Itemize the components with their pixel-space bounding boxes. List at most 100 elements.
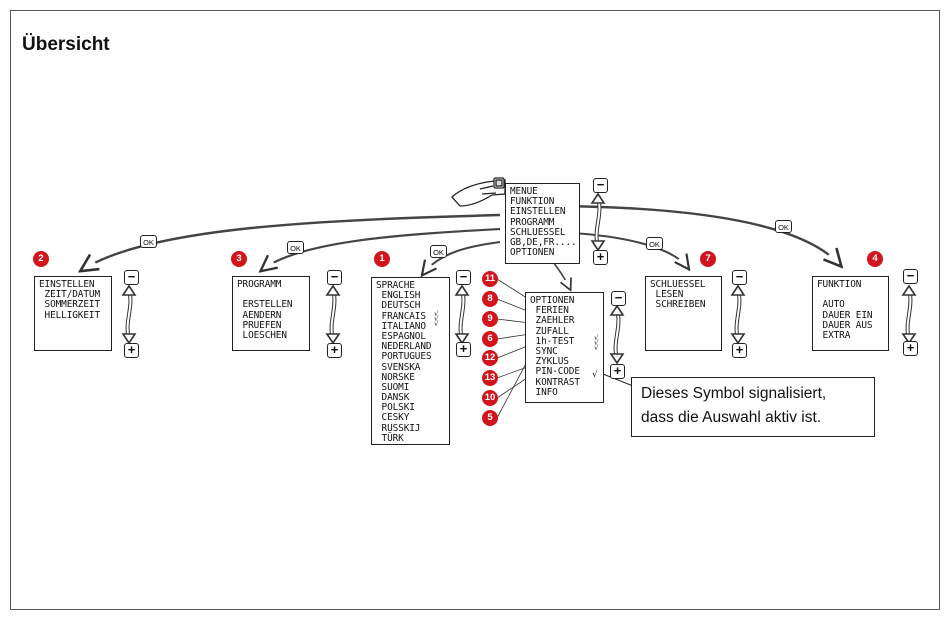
badge-zaehler: 8: [482, 291, 498, 307]
lcd-line: ZAEHLER: [530, 315, 575, 327]
lcd-line: FUNKTION: [510, 196, 555, 208]
badge-einstellen: 2: [33, 251, 49, 267]
lcd-line: HELLIGKEIT: [39, 309, 101, 321]
lcd-line: RUSSKIJ: [376, 422, 421, 434]
pin-code-check-mark: √: [592, 370, 598, 380]
badge-info: 5: [482, 410, 498, 426]
lcd-line: ERSTELLEN: [237, 299, 293, 311]
lcd-line: ZUFALL: [530, 325, 569, 337]
programm-screen: PROGRAMM ERSTELLEN AENDERN PRUEFEN LOESC…: [232, 276, 310, 351]
lcd-line: KONTRAST: [530, 376, 580, 388]
optionen-screen: OPTIONEN FERIEN ZAEHLER ZUFALL 1h-TEST S…: [525, 292, 604, 403]
lcd-line: SPRACHE: [376, 280, 415, 291]
lcd-line: PROGRAMM: [510, 216, 555, 228]
plus-key-sprache: +: [456, 342, 471, 357]
lcd-line: POLSKI: [376, 402, 415, 414]
minus-key-funktion: −: [903, 269, 918, 284]
einstellen-screen: EINSTELLEN ZEIT/DATUM SOMMERZEIT HELLIGK…: [34, 276, 112, 351]
link-sprache: [423, 241, 501, 274]
funktion-screen: FUNKTION AUTO DAUER EIN DAUER AUS EXTRA: [812, 276, 889, 351]
plus-key-funktion: +: [903, 341, 918, 356]
plus-key-schluessel: +: [732, 343, 747, 358]
lcd-line: ENGLISH: [376, 290, 421, 302]
badge-sprache: 1: [374, 251, 390, 267]
lcd-line: EXTRA: [817, 329, 851, 341]
lcd-line: 1h-TEST: [530, 335, 575, 347]
lcd-line: ESPAGNOL: [376, 330, 426, 342]
lcd-line: AENDERN: [237, 309, 282, 321]
lcd-line: SCHLUESSEL: [510, 226, 566, 238]
lcd-line: FUNKTION: [817, 279, 862, 290]
ok-button-schluessel: OK: [646, 237, 663, 250]
lcd-line: DEUTSCH: [376, 300, 421, 312]
overview-frame: [10, 10, 940, 610]
lcd-line: SVENSKA: [376, 361, 421, 373]
lcd-line: SYNC: [530, 345, 558, 357]
lcd-line: ZEIT/DATUM: [39, 289, 101, 301]
lcd-line: SCHREIBEN: [650, 299, 706, 311]
hand-press-icon: [451, 177, 506, 207]
sprache-screen: SPRACHE ENGLISH DEUTSCH FRANCAIS ITALIAN…: [371, 277, 450, 445]
plus-key-optionen: +: [610, 364, 625, 379]
plus-key-programm: +: [327, 343, 342, 358]
ok-button-einstellen: OK: [140, 235, 157, 248]
lcd-line: MENUE: [510, 186, 538, 197]
lcd-line: LESEN: [650, 289, 684, 301]
lcd-line: ITALIANO: [376, 320, 426, 332]
lcd-line: OPTIONEN: [530, 295, 575, 306]
link-programm: [262, 227, 501, 270]
badge-pin-code: 10: [482, 390, 498, 406]
badge-1h-test: 6: [482, 331, 498, 347]
page-title: Übersicht: [22, 34, 110, 55]
lcd-line: FRANCAIS: [376, 310, 426, 322]
active-selection-callout: Dieses Symbol signalisiert, dass die Aus…: [631, 377, 875, 437]
badge-programm: 3: [231, 251, 247, 267]
badge-zyklus: 13: [482, 370, 498, 386]
link-einstellen: [82, 213, 501, 270]
ok-button-sprache: OK: [430, 245, 447, 258]
minus-key-main: −: [593, 178, 608, 193]
lcd-line: INFO: [530, 386, 558, 398]
lcd-line: AUTO: [817, 299, 845, 311]
plus-key-einstellen: +: [124, 343, 139, 358]
lcd-line: PIN-CODE: [530, 366, 580, 378]
lcd-line: SUOMI: [376, 381, 410, 393]
lcd-line: DAUER AUS: [817, 319, 873, 331]
plus-key-main: +: [593, 250, 608, 265]
lcd-line: CESKY: [376, 412, 410, 424]
scroll-arrows: [121, 192, 917, 365]
lcd-line: NEDERLAND: [376, 341, 432, 353]
lcd-line: TÜRK: [376, 432, 404, 444]
minus-key-schluessel: −: [732, 270, 747, 285]
lcd-line: LOESCHEN: [237, 329, 287, 341]
ok-button-funktion: OK: [775, 220, 792, 233]
minus-key-programm: −: [327, 270, 342, 285]
sprache-check-marks: √ √ √: [434, 310, 439, 328]
link-schluessel: [571, 232, 688, 268]
lcd-line: GB,DE,FR....: [510, 236, 577, 248]
schluessel-screen: SCHLUESSEL LESEN SCHREIBEN: [645, 276, 722, 351]
lcd-line: FERIEN: [530, 305, 569, 317]
ok-button-programm: OK: [287, 241, 304, 254]
minus-key-sprache: −: [456, 270, 471, 285]
minus-key-optionen: −: [611, 291, 626, 306]
lcd-line: NORSKE: [376, 371, 415, 383]
link-funktion: [554, 204, 840, 265]
badge-zufall: 9: [482, 311, 498, 327]
optionen-check-marks: √ √ √: [594, 334, 599, 352]
callout-line-2: dass die Auswahl aktiv ist.: [641, 409, 822, 426]
lcd-line: EINSTELLEN: [39, 279, 95, 290]
lcd-line: OPTIONEN: [510, 247, 555, 259]
lcd-line: DANSK: [376, 392, 410, 404]
lcd-line: EINSTELLEN: [510, 206, 566, 218]
lcd-line: PORTUGUES: [376, 351, 432, 363]
lcd-line: ZYKLUS: [530, 356, 569, 368]
lcd-line: PRUEFEN: [237, 319, 282, 331]
badge-funktion: 4: [867, 251, 883, 267]
minus-key-einstellen: −: [124, 270, 139, 285]
callout-line-1: Dieses Symbol signalisiert,: [641, 385, 827, 402]
badge-schluessel: 7: [700, 251, 716, 267]
badge-ferien: 11: [482, 271, 498, 287]
